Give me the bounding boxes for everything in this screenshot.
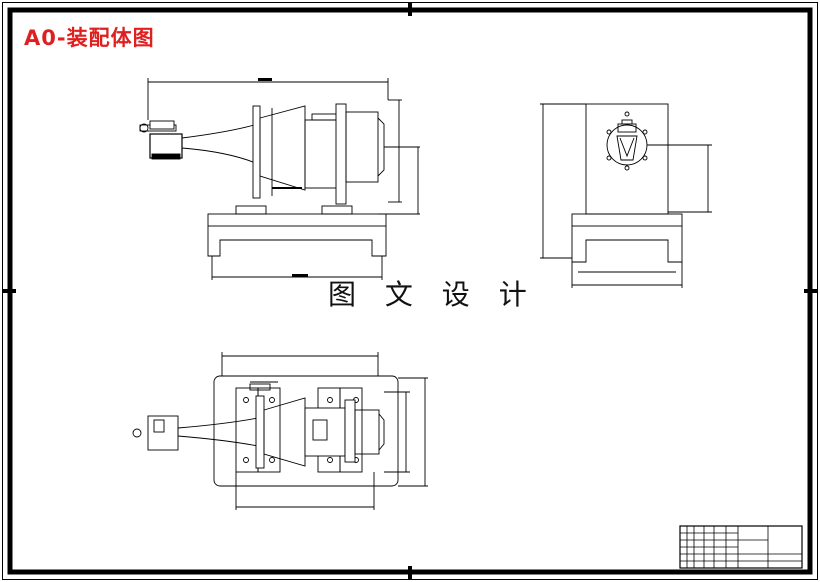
drawing-title: A0-装配体图 xyxy=(24,26,155,50)
front-view xyxy=(139,78,420,280)
top-view xyxy=(132,352,428,510)
title-block xyxy=(679,525,803,569)
watermark-text: 图 文 设 计 xyxy=(328,278,537,311)
side-view xyxy=(540,103,712,288)
